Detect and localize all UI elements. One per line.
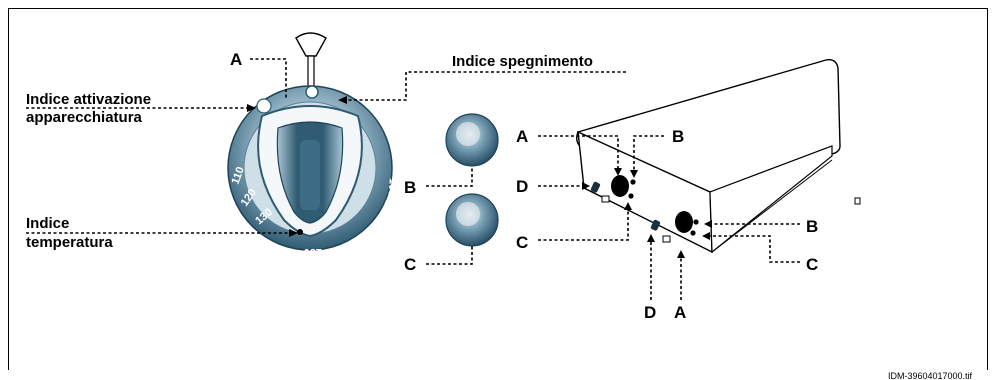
box-knob-a2 — [675, 211, 693, 233]
box-button-b2 — [693, 219, 699, 225]
activation-index-dot — [256, 98, 272, 114]
dial-tick: 160 — [338, 237, 359, 255]
label-b-box-right: B — [806, 217, 818, 236]
label-b-box-top: B — [672, 127, 684, 146]
dial-tick: 140 — [262, 238, 283, 256]
label-c-button: C — [404, 255, 416, 274]
label-b-button: B — [404, 178, 416, 197]
dial-tick: 150 — [304, 246, 322, 258]
label-indice-temperatura-line2: temperatura — [26, 234, 113, 251]
label-indice-attivazione-line2: apparecchiatura — [26, 109, 143, 126]
label-d-box-left: D — [516, 177, 528, 196]
appliance-box — [575, 58, 861, 254]
dial-tick: 110 — [230, 165, 247, 186]
box-button-b1 — [630, 179, 636, 185]
label-a-knob: A — [230, 50, 242, 69]
box-port-d2 — [650, 219, 661, 231]
dial-tick: 190 — [385, 178, 399, 197]
label-indice-spegnimento: Indice spegnimento — [452, 53, 593, 70]
label-c-box-right: C — [806, 255, 818, 274]
key-handle — [295, 32, 327, 57]
key-shaft — [307, 55, 315, 87]
box-port-d1 — [590, 181, 601, 193]
figure-frame — [8, 8, 988, 370]
label-a-box: A — [516, 127, 528, 146]
temperature-index-dot — [297, 229, 303, 235]
box-button-c1 — [628, 193, 634, 199]
shutdown-index-dot — [305, 85, 319, 99]
box-button-c2 — [690, 230, 696, 236]
label-d-box-bottom: D — [644, 303, 656, 322]
label-indice-attivazione-line1: Indice attivazione — [26, 91, 151, 108]
label-c-box-left: C — [516, 233, 528, 252]
box-knob-a1 — [611, 175, 629, 197]
label-indice-temperatura-line1: Indice — [26, 215, 69, 232]
file-id: IDM-39604017000.tif — [888, 371, 973, 380]
dial-tick: 180 — [377, 199, 395, 220]
label-a-box-bottom: A — [674, 303, 686, 322]
temperature-knob: 110 120 130 140 150 160 170 180 190 — [227, 32, 399, 258]
